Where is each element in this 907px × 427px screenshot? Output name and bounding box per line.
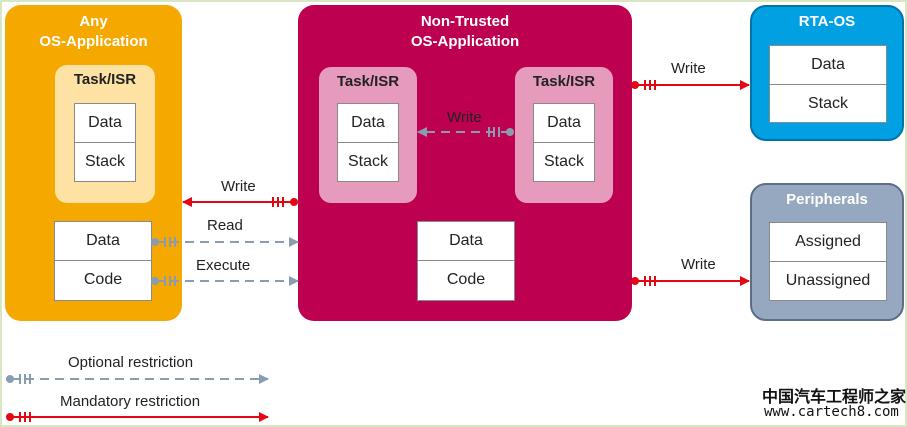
legend-optional-label: Optional restriction (68, 354, 194, 371)
non-trusted-task-isr-right: Task/ISR Data Stack (515, 67, 613, 203)
non-trusted-data: Data (417, 221, 515, 261)
rta-os-title: RTA-OS (798, 13, 856, 30)
peripherals-unassigned: Unassigned (769, 262, 887, 301)
read-label: Read (207, 217, 243, 234)
rta-os-data: Data (769, 45, 887, 85)
rta-write-arrow (631, 80, 750, 90)
task-right-title: Task/ISR (532, 73, 596, 90)
rta-os-box: RTA-OS Data Stack (750, 5, 904, 141)
watermark-chinese: 中国汽车工程师之家 (762, 387, 907, 406)
any-app-task-title: Task/ISR (73, 71, 137, 88)
app-write-arrow (182, 197, 298, 207)
task-left-stack: Stack (337, 143, 399, 182)
legend-optional-line (6, 374, 269, 384)
app-write-label: Write (221, 178, 256, 195)
rta-os-stack: Stack (769, 85, 887, 123)
non-trusted-task-isr-left: Task/ISR Data Stack (319, 67, 417, 203)
watermark-url: www.cartech8.com (764, 404, 899, 420)
task-right-data: Data (533, 103, 595, 143)
any-app-task-data: Data (74, 103, 136, 143)
any-app-code: Code (54, 261, 152, 301)
execute-label: Execute (196, 257, 251, 274)
task-write-label: Write (447, 109, 482, 126)
peripherals-assigned: Assigned (769, 222, 887, 262)
peripherals-box: Peripherals Assigned Unassigned (750, 183, 904, 321)
any-app-title-line1: Any (79, 13, 108, 30)
peripherals-title: Peripherals (786, 191, 868, 208)
periph-write-arrow (631, 276, 750, 286)
task-right-stack: Stack (533, 143, 595, 182)
non-trusted-title-line2: OS-Application (410, 33, 520, 50)
any-os-application-box: Any OS-Application Task/ISR Data Stack D… (5, 5, 182, 321)
non-trusted-title-line1: Non-Trusted (420, 13, 510, 30)
non-trusted-os-application-box: Non-Trusted OS-Application Task/ISR Data… (298, 5, 632, 321)
legend-mandatory-line (6, 412, 269, 422)
task-left-data: Data (337, 103, 399, 143)
rta-write-label: Write (671, 60, 706, 77)
any-app-title-line2: OS-Application (39, 33, 148, 50)
any-app-data: Data (54, 221, 152, 261)
periph-write-label: Write (681, 256, 716, 273)
non-trusted-code: Code (417, 261, 515, 301)
any-app-task-isr: Task/ISR Data Stack (55, 65, 155, 203)
any-app-task-stack: Stack (74, 143, 136, 182)
legend-mandatory-label: Mandatory restriction (60, 393, 201, 410)
task-left-title: Task/ISR (336, 73, 400, 90)
